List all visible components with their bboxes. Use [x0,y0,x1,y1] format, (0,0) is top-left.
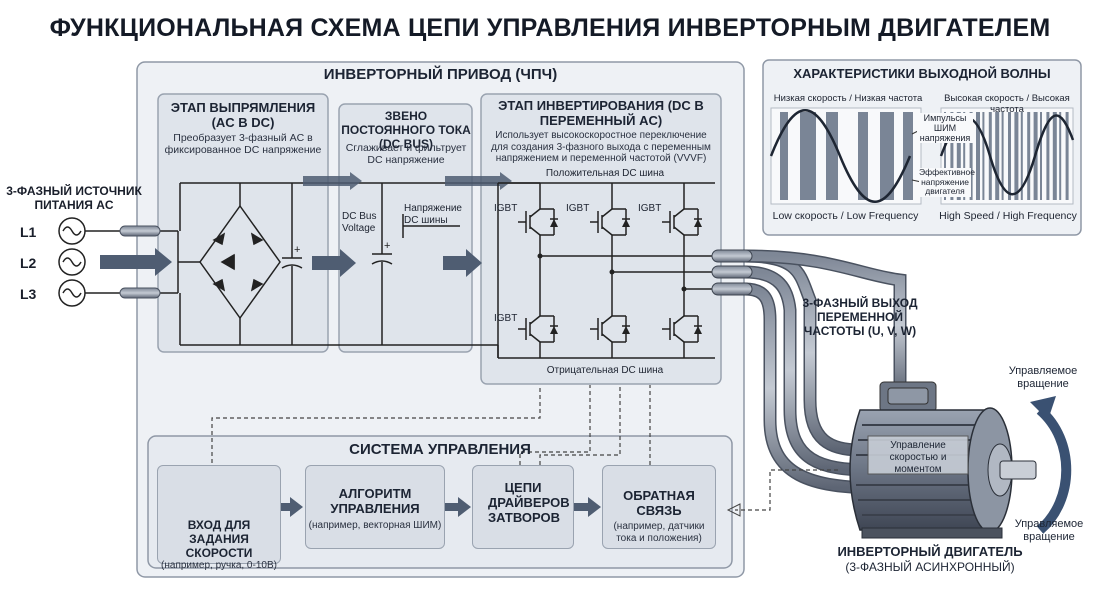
dcbus-stage [338,103,473,353]
motor-sub: (3-ФАЗНЫЙ АСИНХРОННЫЙ) [845,560,1015,574]
svg-text:+: + [384,240,390,252]
gate-drivers-title: ЦЕПИ ДРАЙВЕРОВ ЗАТВОРОВ [488,480,570,525]
line-l3: L3 [20,286,37,302]
negative-bus-label: Отрицательная DC шина [546,365,664,376]
algorithm-title: АЛГОРИТМ УПРАВЛЕНИЯ [330,486,420,516]
speed-input-block: ВХОД ДЛЯ ЗАДАНИЯ СКОРОСТИ (например, руч… [157,465,281,571]
svg-text:+: + [294,244,300,256]
rectifier-desc: Преобразует 3-фазный AC в фиксированное … [164,132,322,156]
igbt-legs [497,183,715,358]
pwm-pulses-label: Импульсы ШИМ напряжения [917,113,973,143]
rotation-label-bottom: Управляемое вращение [1014,518,1084,543]
speed-input-title: ВХОД ДЛЯ ЗАДАНИЯ СКОРОСТИ [185,518,253,560]
rotation-label-top: Управляемое вращение [1008,365,1078,390]
page-title: ФУНКЦИОНАЛЬНАЯ СХЕМА ЦЕПИ УПРАВЛЕНИЯ ИНВ… [49,14,1051,42]
motor-title: ИНВЕРТОРНЫЙ ДВИГАТЕЛЬ [837,544,1023,559]
algorithm-sub: (например, векторная ШИМ) [308,520,442,531]
line-l1: L1 [20,224,37,240]
feedback-title: ОБРАТНАЯ СВЯЗЬ [623,488,695,518]
igbt-label: IGBT [638,203,662,214]
feedback-block: ОБРАТНАЯ СВЯЗЬ (например, датчики тока и… [602,465,716,549]
rectifier-title: ЭТАП ВЫПРЯМЛЕНИЯ (AC В DC) [170,100,316,130]
flow-arrows [303,172,512,277]
dcbus-voltage-label: DC Bus Voltage [342,211,377,234]
igbt-label: IGBT [566,203,590,214]
source-title: 3-ФАЗНЫЙ ИСТОЧНИК ПИТАНИЯ AC [6,184,142,212]
feedback-sub: (например, датчики тока и положения) [613,521,705,544]
algorithm-block: АЛГОРИТМ УПРАВЛЕНИЯ (например, векторная… [305,465,445,549]
bus-voltage-bracket-label: Напряжение DC шины [404,203,462,226]
control-title: СИСТЕМА УПРАВЛЕНИЯ [349,441,531,458]
waveform-low-caption: Low скорость / Low Frequency [772,210,919,222]
drive-title: ИНВЕРТОРНЫЙ ПРИВОД (ЧПЧ) [323,66,558,83]
dcbus-title: ЗВЕНО ПОСТОЯННОГО ТОКА (DC BUS) [341,109,471,151]
inverter-desc: Использует высокоскоростное переключение… [491,130,711,164]
waveform-low-label: Низкая скорость / Низкая частота [773,93,923,104]
gate-drivers-block: ЦЕПИ ДРАЙВЕРОВ ЗАТВОРОВ [472,465,574,549]
positive-bus-label: Положительная DC шина [545,168,665,179]
waveform-low [769,107,922,205]
dcbus-desc: Сглаживает и фильтрует DC напряжение [345,142,467,166]
diode-bridge [178,182,540,346]
motor-inner-label: Управление скоростью и моментом [889,440,947,475]
igbt-label: IGBT [494,313,518,324]
rectifier-stage [157,93,329,353]
output-title: 3-ФАЗНЫЙ ВЫХОД ПЕРЕМЕННОЙ ЧАСТОТЫ (U, V,… [802,296,918,338]
control-links [211,385,838,511]
waveform-high-label: Высокая скорость / Высокая частота [944,93,1070,115]
effective-voltage-label: Эффективное напряжение двигателя [919,167,975,197]
igbt-label: IGBT [494,203,518,214]
waveform-title: ХАРАКТЕРИСТИКИ ВЫХОДНОЙ ВОЛНЫ [793,66,1051,81]
waveform-high-caption: High Speed / High Frequency [939,210,1077,222]
inverter-stage [480,93,722,385]
input-arrow [100,248,172,276]
output-cables [711,249,907,495]
rotation-arrow [1036,406,1072,534]
speed-input-sub: (например, ручка, 0-10В) [161,560,277,571]
inverter-title: ЭТАП ИНВЕРТИРОВАНИЯ (DC В ПЕРЕМЕННЫЙ AC) [498,98,704,128]
line-l2: L2 [20,255,37,271]
motor-drawing [849,381,1037,539]
